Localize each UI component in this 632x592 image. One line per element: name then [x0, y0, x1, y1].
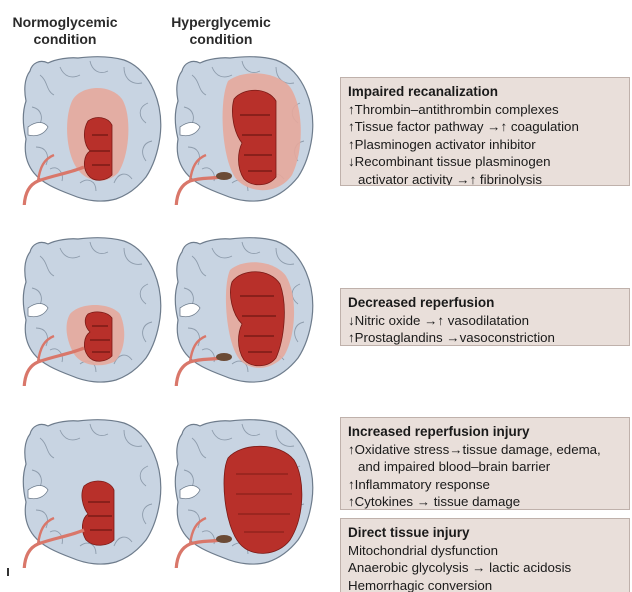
infarct-core	[84, 118, 112, 181]
hyperglycemic-header-line1: Hyperglycemic	[156, 14, 286, 31]
box-line: activator activity →↑ fibrinolysis	[348, 171, 622, 187]
box-title: Impaired recanalization	[348, 83, 622, 101]
box-direct-tissue-injury: Direct tissue injury Mitochondrial dysfu…	[340, 518, 630, 592]
box-impaired-recanalization: Impaired recanalization ↑Thrombin–antith…	[340, 77, 630, 186]
normoglycemic-header: Normoglycemic condition	[0, 14, 130, 48]
box-line: ↑Plasminogen activator inhibitor	[348, 136, 622, 154]
brain-normo-row3	[20, 418, 170, 568]
box-line: ↑Cytokines → tissue damage	[348, 493, 622, 510]
box-line: ↑Inflammatory response	[348, 476, 622, 494]
brain-normo-row1	[20, 55, 170, 205]
normoglycemic-header-line1: Normoglycemic	[0, 14, 130, 31]
box-line: ↑Tissue factor pathway →↑ coagulation	[348, 118, 622, 136]
box-line: ↑Thrombin–antithrombin complexes	[348, 101, 622, 119]
brain-normo-row2	[20, 236, 170, 386]
clot	[216, 172, 232, 180]
box-title: Direct tissue injury	[348, 524, 622, 542]
box-line: Hemorrhagic conversion	[348, 577, 622, 592]
infarct-core	[84, 312, 112, 361]
box-line: Anaerobic glycolysis → lactic acidosis	[348, 559, 622, 577]
box-line: ↑Prostaglandins →vasoconstriction	[348, 329, 622, 346]
clot	[216, 535, 232, 543]
box-line: ↓Nitric oxide →↑ vasodilatation	[348, 312, 622, 330]
box-line: Mitochondrial dysfunction	[348, 542, 622, 560]
hyperglycemic-header: Hyperglycemic condition	[156, 14, 286, 48]
box-increased-reperfusion-injury: Increased reperfusion injury ↑Oxidative …	[340, 417, 630, 510]
hyperglycemic-header-line2: condition	[156, 31, 286, 48]
box-line: and impaired blood–brain barrier	[348, 458, 622, 476]
brain-hyper-row1	[172, 55, 322, 205]
clot	[216, 353, 232, 361]
box-line: ↑Oxidative stress→tissue damage, edema,	[348, 441, 622, 459]
box-line: ↓Recombinant tissue plasminogen	[348, 153, 622, 171]
brain-hyper-row3	[172, 418, 322, 568]
infarct-core	[224, 446, 302, 553]
box-title: Increased reperfusion injury	[348, 423, 622, 441]
box-decreased-reperfusion: Decreased reperfusion ↓Nitric oxide →↑ v…	[340, 288, 630, 346]
normoglycemic-header-line2: condition	[0, 31, 130, 48]
stray-mark	[7, 568, 9, 576]
brain-hyper-row2	[172, 236, 322, 386]
box-title: Decreased reperfusion	[348, 294, 622, 312]
